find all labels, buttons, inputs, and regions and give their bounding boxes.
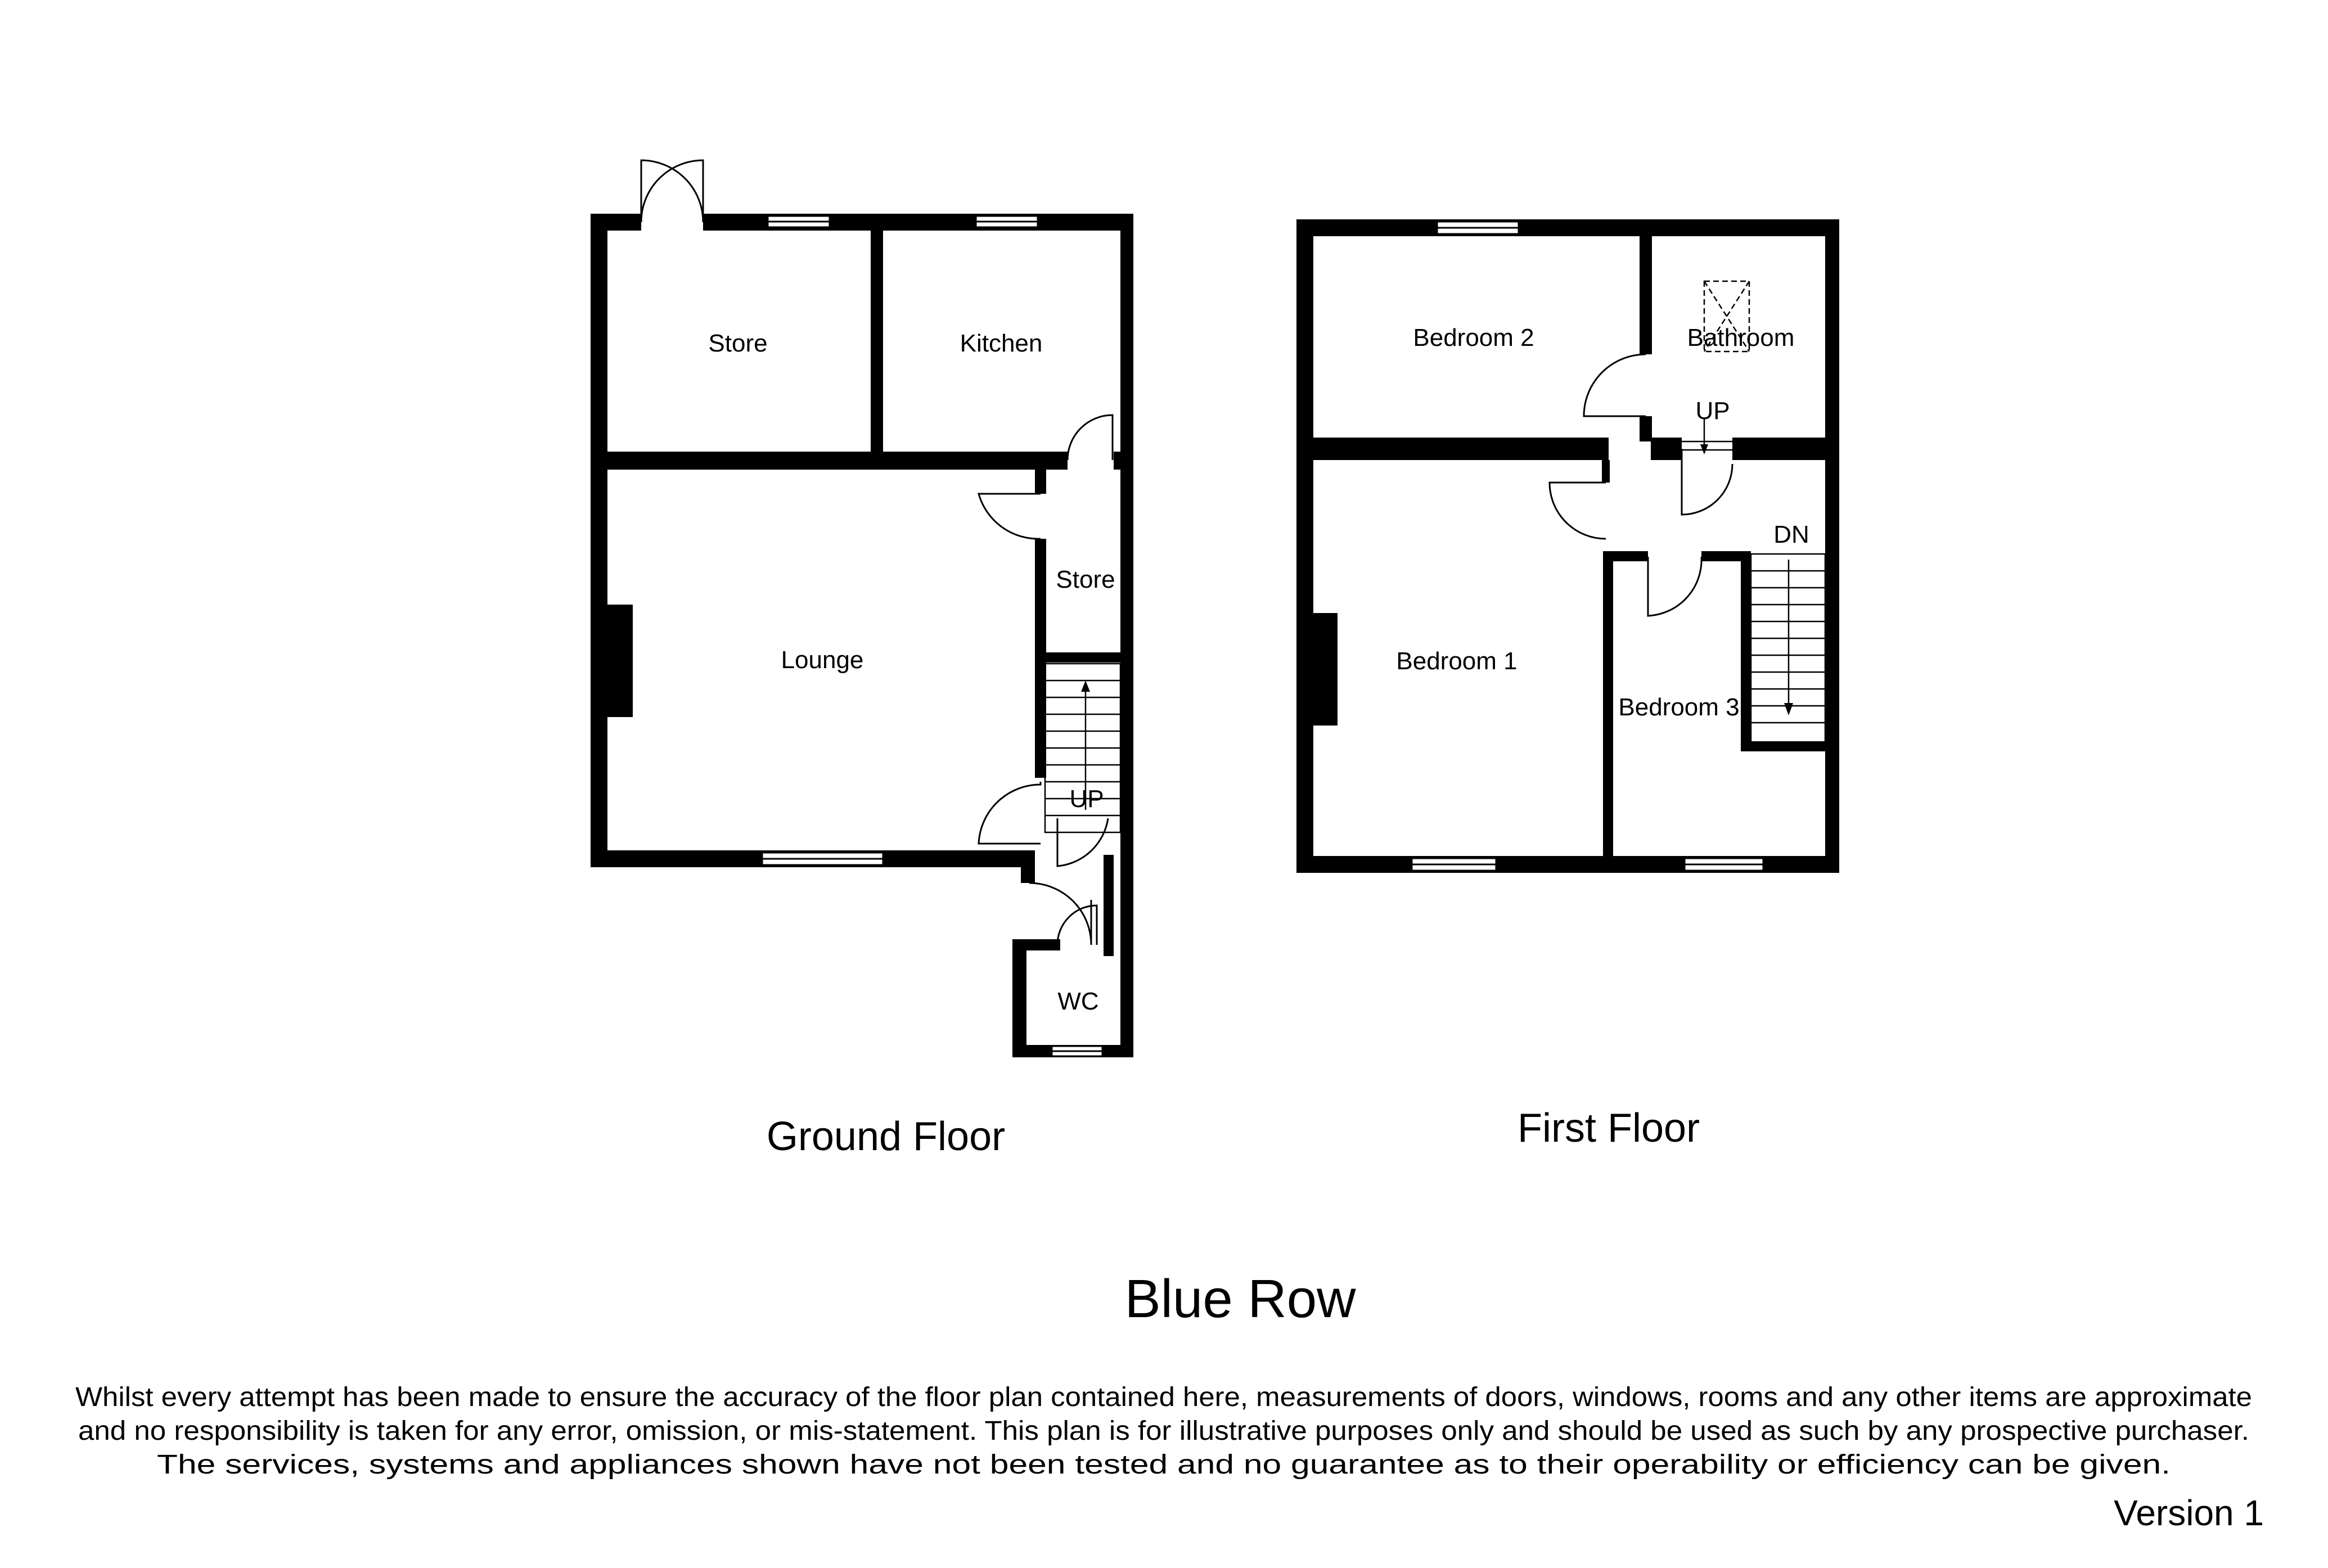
version-label: Version 1 xyxy=(2114,1493,2264,1533)
ground-door-wc xyxy=(1029,882,1098,945)
ground-chimney-breast xyxy=(605,605,633,717)
ground-wall-right xyxy=(1120,214,1133,1057)
room-label-bathroom: Bathroom xyxy=(1687,324,1795,352)
first-wall-mid-left xyxy=(1305,438,1609,460)
ground-stairs xyxy=(1044,663,1122,833)
plan-title: Blue Row xyxy=(1125,1269,1357,1329)
ground-floor-plan: Store Kitchen Lounge Store UP WC Ground … xyxy=(591,159,1133,1159)
first-wall-bed3-top-left xyxy=(1603,551,1648,561)
first-door-bathroom xyxy=(1681,419,1733,516)
room-label-store-right: Store xyxy=(1056,566,1115,593)
ground-wall-store-stair xyxy=(1041,652,1125,663)
first-stairs xyxy=(1750,553,1826,744)
ground-wall-left xyxy=(591,214,607,867)
floor-label-first: First Floor xyxy=(1518,1106,1700,1151)
ground-door-lounge-store xyxy=(978,493,1047,540)
first-wall-bed3-top-right xyxy=(1701,551,1746,561)
stairs-up-label-first: UP xyxy=(1695,397,1730,425)
disclaimer-line: Whilst every attempt has been made to en… xyxy=(75,1382,2252,1412)
disclaimer-line: The services, systems and appliances sho… xyxy=(157,1450,2171,1480)
room-label-kitchen: Kitchen xyxy=(960,330,1043,357)
stairs-down-label-first: DN xyxy=(1773,521,1809,548)
room-label-bedroom-1: Bedroom 1 xyxy=(1396,647,1517,675)
bathroom-skylight-icon xyxy=(1703,280,1750,353)
first-wall-right xyxy=(1825,219,1839,873)
first-wall-bed1-bed3 xyxy=(1603,554,1613,860)
first-wall-left xyxy=(1296,219,1313,873)
ground-door-store-right xyxy=(1066,414,1114,471)
disclaimer: Whilst every attempt has been made to en… xyxy=(75,1382,2252,1480)
ground-wall-wc-top xyxy=(1018,939,1060,950)
first-door-bedroom-2 xyxy=(1583,353,1653,417)
ground-wall-mid-horizontal xyxy=(599,452,1133,470)
first-door-bedroom-1 xyxy=(1548,481,1611,540)
stairs-up-label-ground: UP xyxy=(1069,785,1104,813)
room-label-wc: WC xyxy=(1057,988,1098,1015)
ground-wall-hall-left xyxy=(1021,850,1035,883)
room-label-lounge: Lounge xyxy=(781,646,864,674)
ground-wall-lounge-store xyxy=(1035,463,1046,778)
disclaimer-line: and no responsibility is taken for any e… xyxy=(78,1416,2249,1446)
first-chimney-breast xyxy=(1311,613,1338,726)
ground-wall-store-kitchen xyxy=(871,222,883,458)
first-wall-landing-left xyxy=(1602,460,1610,483)
first-wall-stair-left xyxy=(1741,551,1751,751)
ground-door-hall xyxy=(1056,818,1109,867)
room-label-bedroom-2: Bedroom 2 xyxy=(1413,324,1534,352)
ground-door-lounge-hall xyxy=(978,782,1047,845)
ground-door-store-external xyxy=(640,159,704,232)
first-wall-top xyxy=(1296,219,1839,236)
first-door-bedroom-3 xyxy=(1647,550,1703,617)
floor-label-ground: Ground Floor xyxy=(767,1114,1005,1159)
ground-wall-wc-left xyxy=(1012,939,1026,1057)
ground-wall-hall-divider xyxy=(1104,855,1114,956)
first-wall-mid-right xyxy=(1651,438,1831,460)
room-label-bedroom-3: Bedroom 3 xyxy=(1618,693,1739,721)
first-wall-stair-bottom xyxy=(1741,741,1831,751)
room-label-store-left: Store xyxy=(708,330,767,357)
first-floor-plan: Bedroom 2 Bathroom UP DN Bedroom 1 Bedro… xyxy=(1296,219,1839,1151)
